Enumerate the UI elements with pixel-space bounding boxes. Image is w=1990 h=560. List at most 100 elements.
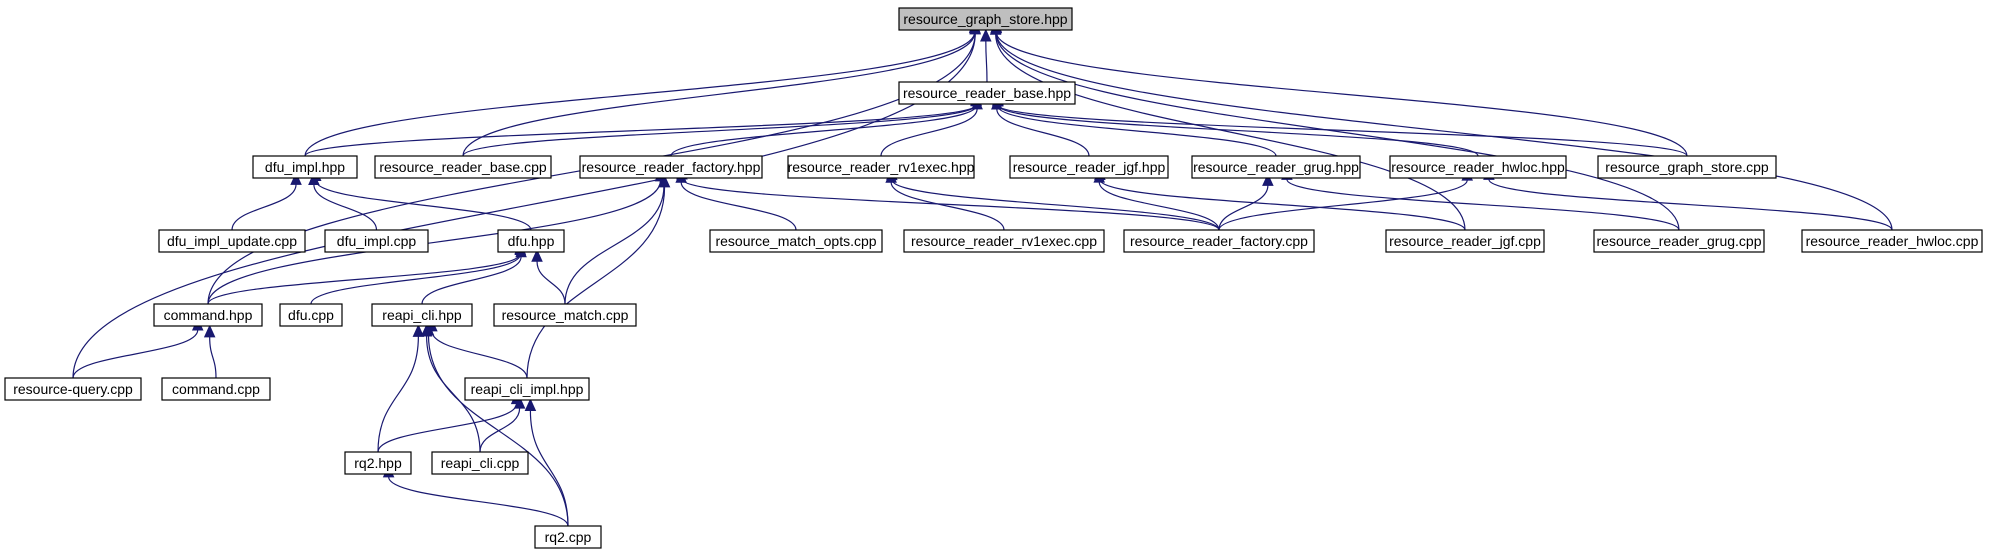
- edge-line: [377, 336, 419, 453]
- edge-reapi_cli_cpp-to-reapi_cli_impl_hpp: [479, 395, 526, 453]
- node-label: resource_reader_hwloc.hpp: [1391, 159, 1565, 175]
- node-rrjgf-cpp[interactable]: resource_reader_jgf.cpp: [1385, 229, 1545, 253]
- node-box: [431, 451, 529, 475]
- node-box: [1593, 229, 1765, 253]
- node-dfu-impl-hpp[interactable]: dfu_impl.hpp: [252, 155, 358, 179]
- edge-rrjgf_hpp-to-rrb_hpp: [991, 96, 1090, 157]
- edge-line: [564, 186, 665, 305]
- edge-rq2_hpp-to-reapi_cli_impl_hpp: [377, 391, 523, 453]
- node-box: [464, 377, 590, 401]
- node-label: resource_reader_jgf.hpp: [1013, 159, 1166, 175]
- edge-line: [680, 182, 797, 231]
- node-dfu-impl-cpp[interactable]: dfu_impl.cpp: [324, 229, 429, 253]
- edge-line: [462, 104, 977, 157]
- node-rrgrug-cpp[interactable]: resource_reader_grug.cpp: [1593, 229, 1765, 253]
- edge-line: [880, 108, 978, 157]
- edge-line: [995, 31, 1688, 157]
- edge-line: [431, 330, 528, 379]
- node-rrrv1-hpp[interactable]: resource_reader_rv1exec.hpp: [787, 155, 975, 179]
- node-rrb-hpp[interactable]: resource_reader_base.hpp: [898, 81, 1076, 105]
- edge-arrowhead: [980, 28, 992, 42]
- node-resource-match-cpp[interactable]: resource_match.cpp: [493, 303, 637, 327]
- node-label: dfu.cpp: [288, 307, 334, 323]
- node-reapi-cli-cpp[interactable]: reapi_cli.cpp: [431, 451, 529, 475]
- node-rrrv1-cpp[interactable]: resource_reader_rv1exec.cpp: [903, 229, 1105, 253]
- node-label: resource_match_opts.cpp: [715, 233, 876, 249]
- node-label: resource_reader_grug.cpp: [1597, 233, 1762, 249]
- edge-line: [388, 476, 569, 527]
- node-reapi-cli-hpp[interactable]: reapi_cli.hpp: [371, 303, 473, 327]
- node-label: resource_graph_store.hpp: [903, 11, 1067, 27]
- edge-arrowhead: [531, 248, 543, 262]
- edge-line: [315, 180, 532, 231]
- node-rq2-hpp[interactable]: rq2.hpp: [344, 451, 412, 475]
- edge-line: [426, 335, 481, 453]
- edge-line: [462, 32, 976, 157]
- node-box: [344, 451, 412, 475]
- node-resource-query-cpp[interactable]: resource-query.cpp: [4, 377, 142, 401]
- edge-reapi_cli_hpp-to-dfu_hpp: [421, 244, 527, 305]
- edge-line: [996, 108, 1090, 157]
- edge-arrowhead: [422, 322, 435, 336]
- node-dfu-hpp[interactable]: dfu.hpp: [497, 229, 565, 253]
- node-box: [324, 229, 429, 253]
- edge-arrowhead: [513, 395, 526, 409]
- edge-line: [304, 31, 976, 157]
- node-box: [903, 229, 1105, 253]
- node-rrf-hpp[interactable]: resource_reader_factory.hpp: [579, 155, 763, 179]
- node-box: [1801, 229, 1983, 253]
- edge-line: [891, 179, 1220, 231]
- node-label: resource_reader_factory.cpp: [1130, 233, 1308, 249]
- edge-arrowhead: [1262, 173, 1274, 186]
- edge-resource_query_cpp-to-command_hpp: [72, 317, 204, 379]
- edge-rq2_hpp-to-reapi_cli_hpp: [377, 324, 425, 453]
- edge-line: [997, 105, 1277, 157]
- node-label: resource_reader_base.cpp: [379, 159, 547, 175]
- node-command-hpp[interactable]: command.hpp: [153, 303, 263, 327]
- edge-arrowhead: [290, 172, 302, 185]
- node-reapi-cli-impl-hpp[interactable]: reapi_cli_impl.hpp: [464, 377, 590, 401]
- edge-arrowhead: [524, 398, 537, 411]
- edge-arrowhead: [658, 174, 671, 188]
- node-box: [787, 155, 975, 179]
- node-dfu-cpp[interactable]: dfu.cpp: [279, 303, 343, 327]
- node-box: [1385, 229, 1545, 253]
- node-rrgrug-hpp[interactable]: resource_reader_grug.hpp: [1191, 155, 1361, 179]
- edge-line: [1099, 179, 1466, 231]
- edge-line: [304, 104, 977, 157]
- node-box: [1597, 155, 1777, 179]
- node-rrjgf-hpp[interactable]: resource_reader_jgf.hpp: [1009, 155, 1169, 179]
- node-command-cpp[interactable]: command.cpp: [161, 377, 271, 401]
- node-label: resource_reader_rv1exec.cpp: [911, 233, 1097, 249]
- node-rrb-cpp[interactable]: resource_reader_base.cpp: [374, 155, 552, 179]
- node-dfu-impl-update-cpp[interactable]: dfu_impl_update.cpp: [158, 229, 306, 253]
- node-box: [1191, 155, 1361, 179]
- node-rgs-hpp[interactable]: resource_graph_store.hpp: [898, 7, 1073, 31]
- nodes: resource_graph_store.hpp resource_reader_…: [4, 7, 1983, 549]
- edge-line: [1218, 185, 1269, 231]
- node-rgs-cpp[interactable]: resource_graph_store.cpp: [1597, 155, 1777, 179]
- edge-line: [995, 33, 1680, 231]
- edge-line: [526, 186, 666, 379]
- edge-arrowhead: [412, 324, 425, 337]
- edge-rmo_cpp-to-rrf_hpp: [675, 170, 797, 231]
- node-rmo-cpp[interactable]: resource_match_opts.cpp: [709, 229, 883, 253]
- edge-line: [313, 184, 378, 231]
- node-rrf-cpp[interactable]: resource_reader_factory.cpp: [1123, 229, 1315, 253]
- node-rrhwloc-hpp[interactable]: resource_reader_hwloc.hpp: [1389, 155, 1567, 179]
- node-box: [1123, 229, 1315, 253]
- node-box: [161, 377, 271, 401]
- node-rrhwloc-cpp[interactable]: resource_reader_hwloc.cpp: [1801, 229, 1983, 253]
- node-label: resource_reader_rv1exec.hpp: [788, 159, 975, 175]
- edge-line: [1218, 179, 1468, 231]
- edge-rrrv1_cpp-to-rrrv1_hpp: [885, 170, 1005, 231]
- node-box: [279, 303, 343, 327]
- node-label: resource_match.cpp: [502, 307, 629, 323]
- edge-reapi_cli_impl_hpp-to-rrf_hpp: [526, 174, 671, 379]
- edge-rrf_cpp-to-rrgrug_hpp: [1218, 173, 1274, 231]
- node-label: command.hpp: [164, 307, 253, 323]
- edge-line: [529, 410, 569, 527]
- node-rq2-cpp[interactable]: rq2.cpp: [534, 525, 602, 549]
- node-label: resource_reader_base.hpp: [903, 85, 1071, 101]
- edge-line: [995, 32, 1893, 231]
